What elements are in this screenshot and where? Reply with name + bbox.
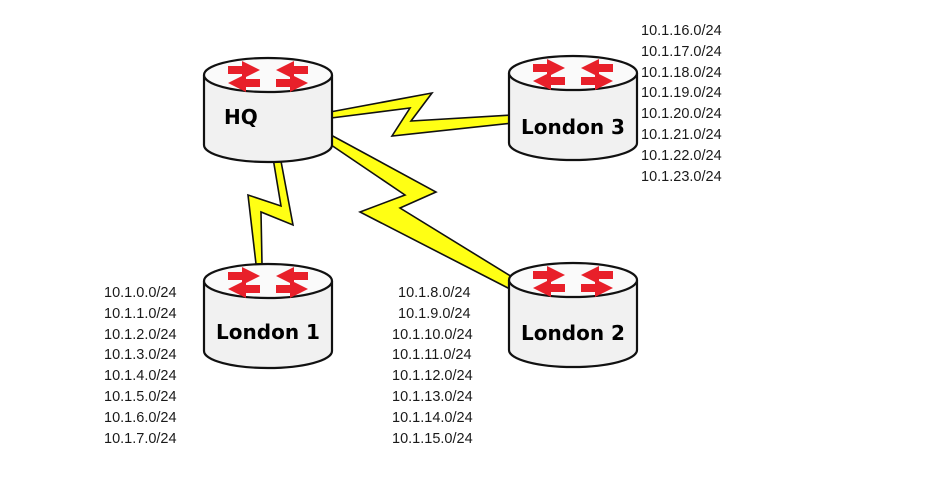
subnet-item: 10.1.2.0/24 — [104, 326, 177, 343]
subnet-list-london3: 10.1.16.0/24 10.1.17.0/24 10.1.18.0/24 1… — [641, 21, 722, 187]
router-hq: HQ — [202, 56, 334, 164]
subnet-item: 10.1.3.0/24 — [104, 347, 177, 364]
subnet-item: 10.1.11.0/24 — [392, 347, 472, 364]
link-hq-london3 — [329, 91, 514, 137]
subnet-item: 10.1.5.0/24 — [104, 388, 177, 405]
subnet-list-london2: 10.1.8.0/24 10.1.9.0/24 10.1.10.0/24 10.… — [392, 283, 473, 449]
router-label-london2: London 2 — [521, 321, 625, 345]
router-label-london1: London 1 — [216, 320, 320, 344]
router-icon — [202, 262, 334, 370]
subnet-item: 10.1.12.0/24 — [392, 368, 473, 385]
subnet-item: 10.1.23.0/24 — [641, 168, 722, 185]
router-london2: London 2 — [507, 261, 639, 369]
router-label-london3: London 3 — [521, 115, 625, 139]
subnet-item: 10.1.17.0/24 — [641, 43, 722, 60]
router-london1: London 1 — [202, 262, 334, 370]
subnet-item: 10.1.15.0/24 — [392, 430, 473, 447]
subnet-item: 10.1.10.0/24 — [392, 326, 473, 343]
subnet-item: 10.1.9.0/24 — [398, 305, 471, 322]
link-hq-london2 — [307, 127, 519, 289]
subnet-item: 10.1.6.0/24 — [104, 409, 177, 426]
subnet-item: 10.1.4.0/24 — [104, 368, 177, 385]
subnet-item: 10.1.0.0/24 — [104, 285, 177, 301]
subnet-list-london1: 10.1.0.0/24 10.1.1.0/24 10.1.2.0/24 10.1… — [104, 283, 177, 449]
router-icon — [507, 54, 639, 162]
router-london3: London 3 — [507, 54, 639, 162]
subnet-item: 10.1.7.0/24 — [104, 430, 177, 447]
subnet-item: 10.1.18.0/24 — [641, 64, 722, 81]
subnet-item: 10.1.19.0/24 — [641, 85, 722, 102]
subnet-item: 10.1.20.0/24 — [641, 106, 722, 123]
subnet-item: 10.1.8.0/24 — [398, 285, 471, 301]
subnet-item: 10.1.13.0/24 — [392, 388, 473, 405]
subnet-item: 10.1.21.0/24 — [641, 126, 722, 143]
subnet-item: 10.1.16.0/24 — [641, 23, 722, 39]
router-icon — [507, 261, 639, 369]
router-label-hq: HQ — [224, 105, 258, 129]
subnet-item: 10.1.1.0/24 — [104, 305, 177, 322]
subnet-item: 10.1.14.0/24 — [392, 409, 473, 426]
subnet-item: 10.1.22.0/24 — [641, 147, 722, 164]
